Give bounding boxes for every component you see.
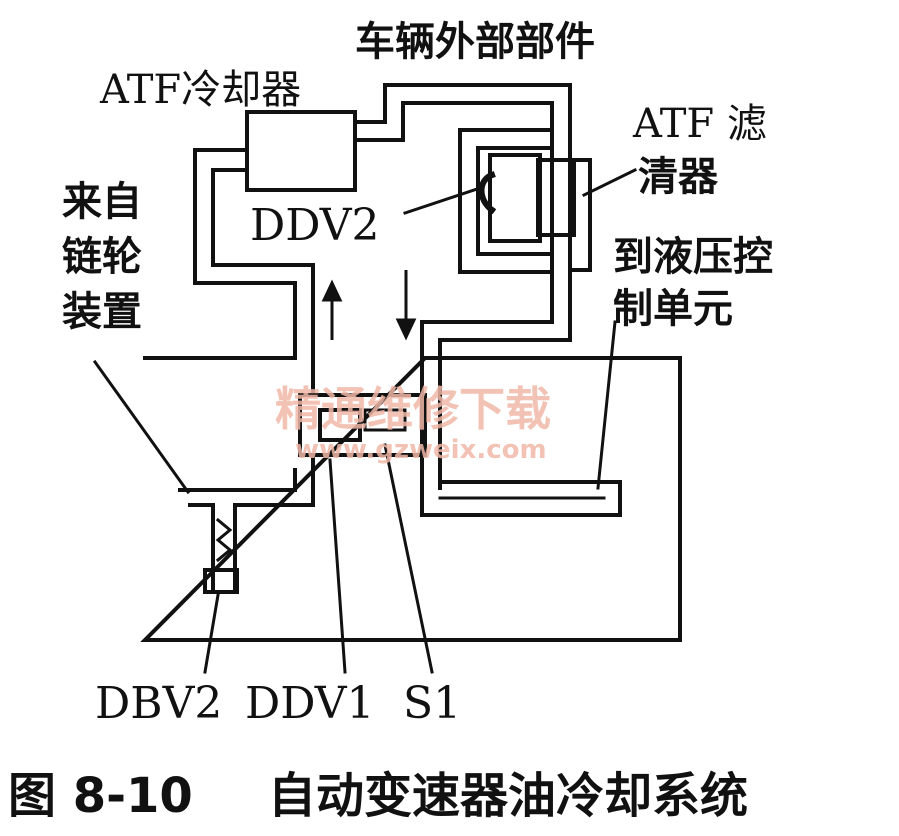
leader-s1 bbox=[383, 443, 434, 674]
ddv2-valve-body bbox=[488, 153, 542, 243]
pipe-to-cooler-outer bbox=[193, 148, 297, 360]
transmission-housing bbox=[140, 356, 682, 642]
label-atf-filter-1: ATF 滤 bbox=[632, 101, 767, 147]
pipe-from-sprocket-inner bbox=[188, 453, 315, 592]
leader-ddv2 bbox=[403, 186, 482, 215]
label-from-sprocket-1: 来自 bbox=[62, 179, 142, 225]
watermark-cn: 精通维修下载 bbox=[275, 382, 551, 436]
label-atf-filter-2: 清器 bbox=[638, 154, 719, 200]
caption-figure-number: 图 8-10 bbox=[8, 768, 193, 824]
s1-inner bbox=[363, 408, 407, 432]
label-ddv1: DDV1 bbox=[245, 678, 375, 729]
atf-cooler-box bbox=[245, 110, 357, 192]
pipe-to-hydraulic-unit bbox=[420, 480, 622, 517]
pipe-cooler-to-external-outer bbox=[353, 83, 572, 490]
filter-loop-inner bbox=[476, 146, 554, 256]
pipe-to-cooler-inner bbox=[211, 168, 315, 397]
dbv2-valve-body bbox=[203, 568, 239, 594]
filter-loop-outer bbox=[458, 128, 554, 274]
label-from-sprocket-2: 链轮 bbox=[62, 234, 142, 280]
pipe-cooler-to-external-inner bbox=[353, 101, 554, 490]
label-to-hydraulic-1: 到液压控 bbox=[613, 234, 773, 280]
label-from-sprocket-3: 装置 bbox=[62, 289, 142, 335]
ddv2-valve-ball bbox=[478, 171, 497, 215]
label-vehicle-external: 车辆外部部件 bbox=[355, 19, 595, 65]
ddv1-inner bbox=[318, 408, 362, 442]
leader-ddv1 bbox=[328, 458, 347, 674]
filter-right-branch bbox=[568, 158, 592, 272]
leader-hydraulic bbox=[596, 320, 617, 490]
leader-dbv2 bbox=[203, 593, 220, 674]
caption-title: 自动变速器油冷却系统 bbox=[268, 768, 748, 824]
label-ddv2: DDV2 bbox=[250, 200, 380, 251]
label-to-hydraulic-2: 制单元 bbox=[613, 286, 733, 332]
ddv1-s1-valve-frame bbox=[298, 393, 427, 457]
leader-atf-filter bbox=[581, 167, 638, 198]
label-atf-cooler: ATF冷却器 bbox=[99, 67, 301, 113]
watermark-url: www.gzweix.com bbox=[295, 435, 547, 465]
pipe-from-sprocket-outer bbox=[178, 468, 297, 492]
flow-arrow-down-head bbox=[395, 318, 417, 341]
leader-from-sprocket bbox=[92, 359, 191, 495]
label-dbv2: DBV2 bbox=[95, 678, 222, 729]
dbv2-spring bbox=[215, 517, 233, 563]
atf-filter-body bbox=[536, 158, 576, 237]
label-s1: S1 bbox=[403, 678, 461, 729]
flow-arrow-up-head bbox=[321, 279, 343, 302]
